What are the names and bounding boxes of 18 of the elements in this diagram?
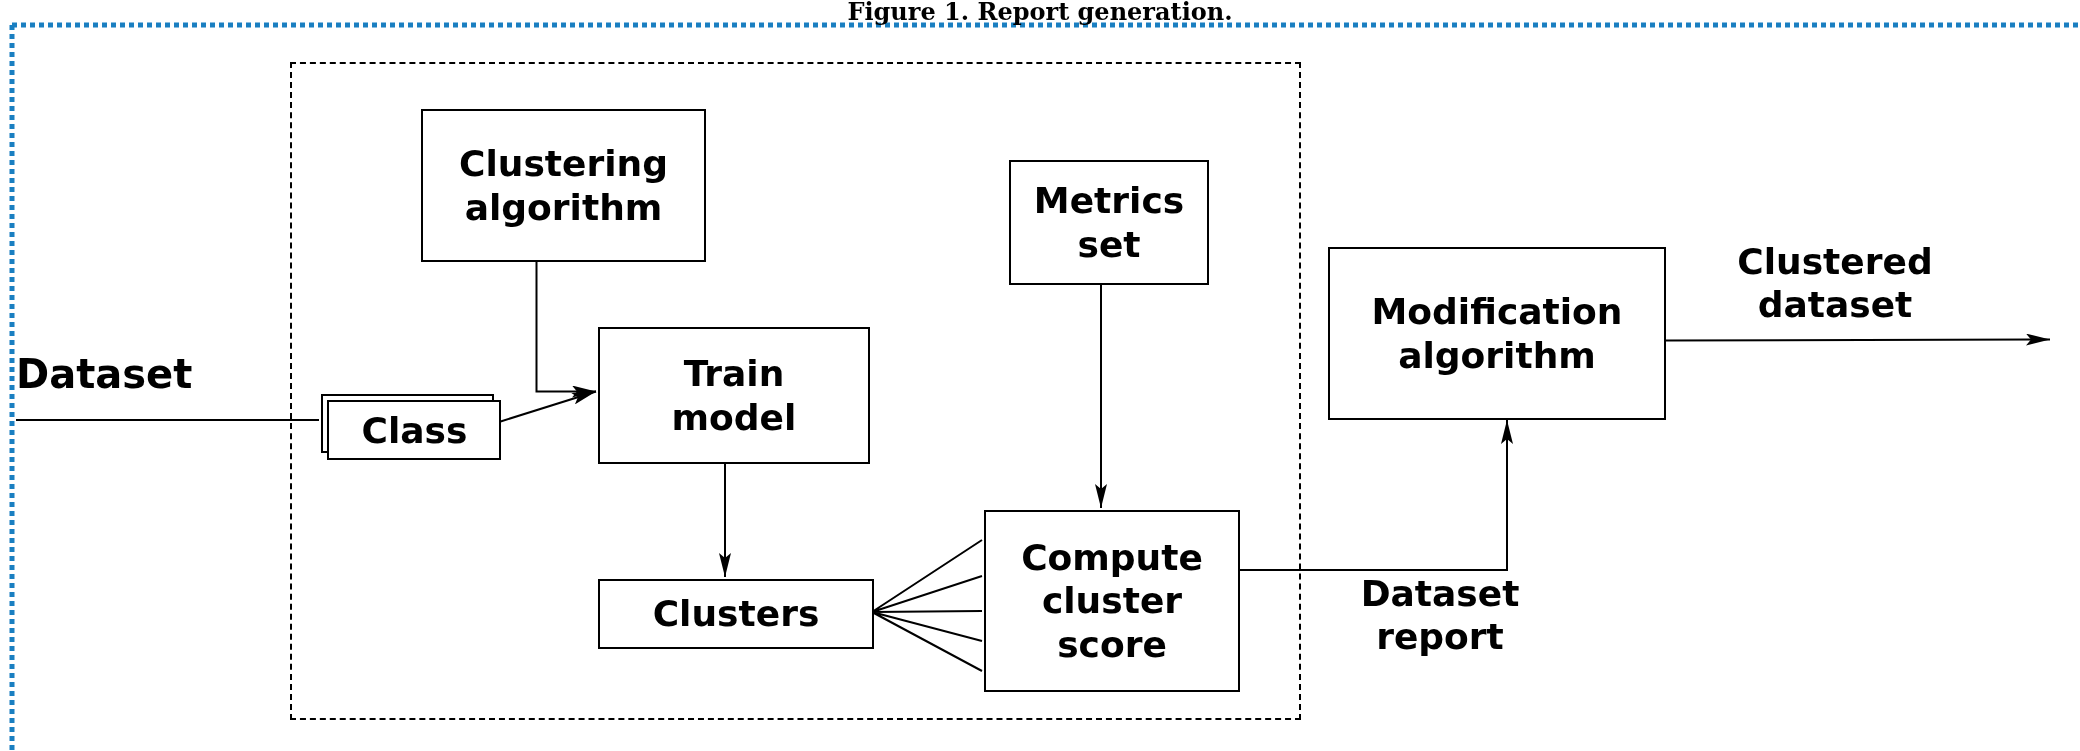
box-label: Train model [670,352,798,439]
input-line [15,419,320,421]
output-arrow [1665,333,2051,346]
dashed-group-box [290,62,1301,720]
box-label: Metrics set [1032,179,1186,266]
process-box [1009,160,1209,285]
box-label: Class [361,408,468,453]
process-box [421,109,706,262]
box-label: Clusters [652,592,820,636]
figure-title: Figure 1. Report generation. [846,0,1234,24]
stacked-box [321,394,501,460]
process-box [984,510,1240,692]
process-box [598,579,874,649]
box-label: Compute cluster score [1020,536,1204,666]
process-box [1328,247,1666,420]
box-label: Modification algorithm [1370,290,1624,377]
process-box [598,327,870,464]
box-label: Clustering algorithm [458,142,669,229]
